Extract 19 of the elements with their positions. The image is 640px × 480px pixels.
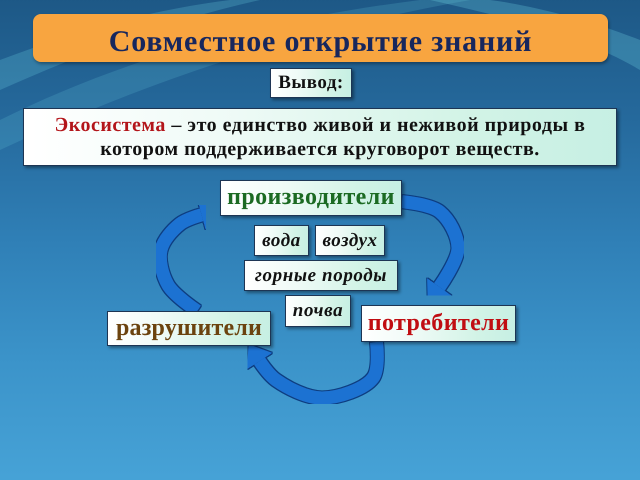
component-box: [244, 260, 398, 291]
consumer-label: потребители: [368, 310, 510, 338]
heading-box: [270, 68, 352, 98]
consumer-box: [361, 305, 516, 342]
component-label: горные породы: [254, 264, 388, 286]
producer-box: [220, 180, 402, 216]
component-label: почва: [292, 300, 344, 322]
definition-text: Экосистема – это единство живой и неживой природы в котором поддерживается круговорот веществ.: [54, 112, 586, 162]
heading-text: Вывод:: [278, 72, 344, 94]
component-label: вода: [262, 230, 301, 252]
component-box: [315, 225, 385, 256]
component-label: воздух: [322, 230, 378, 252]
decomposer-box: [107, 311, 271, 346]
decomposer-label: разрушители: [116, 314, 262, 342]
component-box: [285, 295, 351, 327]
slide-title: Совместное открытие знаний: [108, 24, 532, 59]
producer-label: производители: [227, 184, 395, 212]
definition-box: [23, 108, 617, 166]
component-box: [254, 225, 309, 256]
